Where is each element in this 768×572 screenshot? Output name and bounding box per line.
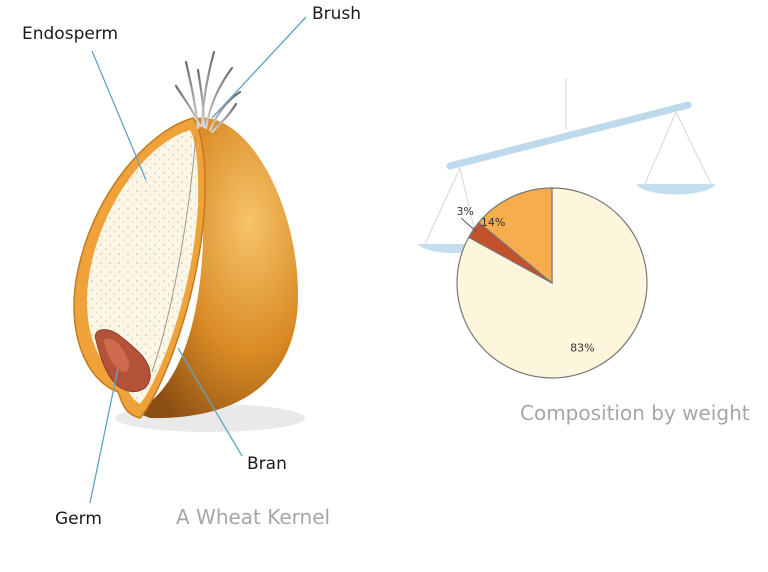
kernel-leader-lines (89, 16, 307, 504)
scale-right-pan (636, 184, 716, 195)
wheat-kernel-illustration (73, 50, 305, 432)
scale-right-string-b (675, 111, 713, 187)
bran-shell-back (135, 117, 299, 419)
kernel-caption: A Wheat Kernel (176, 505, 330, 529)
pie-slice-label: 83% (570, 341, 594, 354)
germ-detail (104, 338, 129, 372)
brush-leader (211, 16, 307, 119)
bran-leader (177, 347, 243, 457)
germ-label: Germ (55, 509, 102, 529)
brush-label: Brush (312, 4, 361, 24)
scale-right-string-a (643, 111, 677, 187)
composition-caption: Composition by weight (520, 401, 750, 425)
pie-slice-label: 14% (481, 216, 505, 229)
pie-label-leader (460, 217, 478, 233)
scale-left-string-a (423, 167, 461, 247)
germ-leader (89, 367, 119, 504)
scale-beam (446, 101, 692, 170)
endosperm-leader (91, 50, 147, 181)
composition-pie-chart: 83% 3% 14% (456, 187, 648, 379)
bran-label: Bran (247, 454, 287, 474)
pie-slice (477, 187, 553, 285)
endosperm-label: Endosperm (22, 24, 118, 44)
pie-slice-label: 3% (457, 205, 474, 218)
brush-hairs (174, 50, 242, 134)
kernel-crease (151, 134, 197, 373)
